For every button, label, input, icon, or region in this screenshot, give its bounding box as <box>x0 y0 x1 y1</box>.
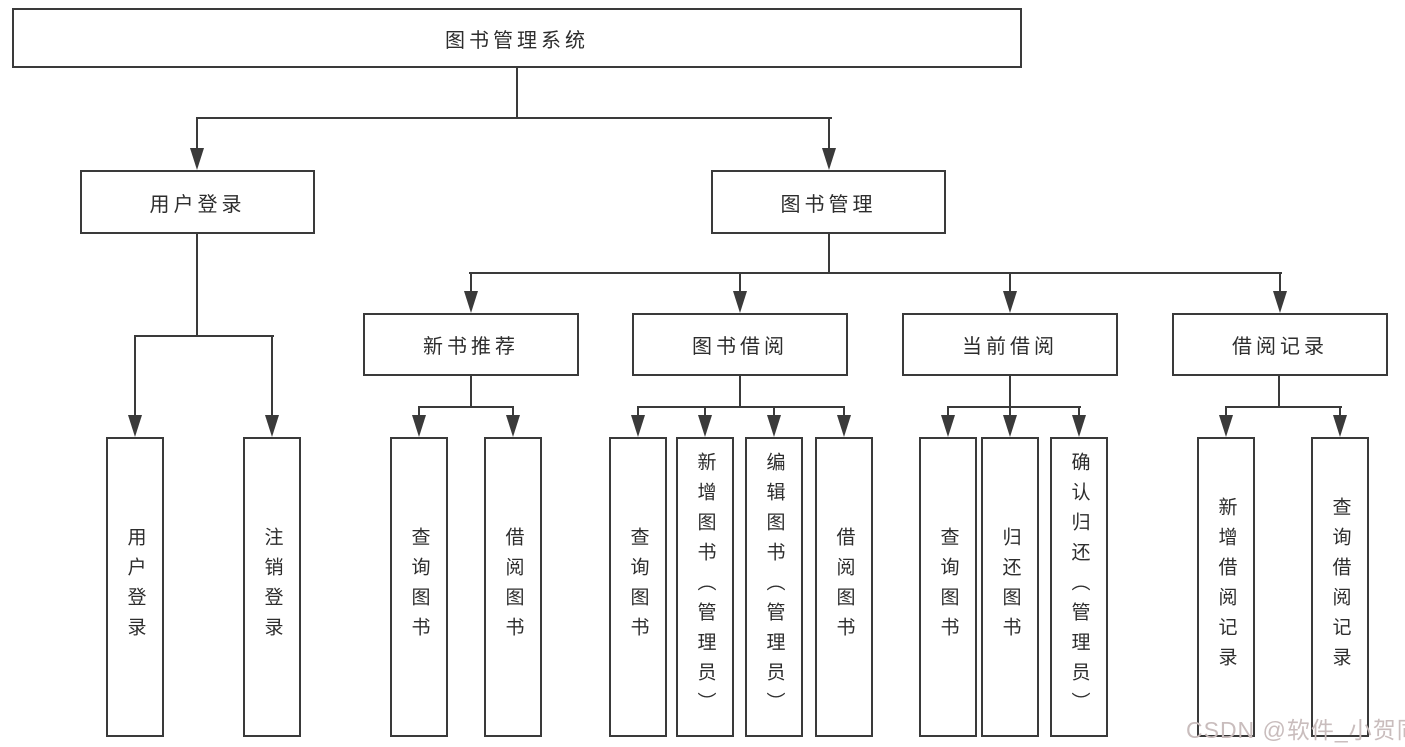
arrowhead-to-query-books-2 <box>631 415 645 437</box>
node-borrowing-records: 借阅记录 <box>1172 313 1388 376</box>
connector-stub-borrowing-records <box>1279 272 1281 292</box>
arrowhead-to-leaf-logout <box>265 415 279 437</box>
leaf-edit-book-admin: 编辑图书（管理员） <box>745 437 803 737</box>
connector-current-borrowing-stem <box>1009 376 1011 407</box>
node-new-book-recommendation: 新书推荐 <box>363 313 579 376</box>
connector-stub <box>418 406 420 416</box>
arrowhead-to-query-books-1 <box>412 415 426 437</box>
connector-user-login-hline <box>134 335 274 337</box>
leaf-label: 注销登录 <box>261 527 283 647</box>
leaf-label: 查询图书 <box>937 527 959 647</box>
arrowhead-to-leaf-user-login <box>128 415 142 437</box>
connector-book-borrowing-stem <box>739 376 741 407</box>
arrowhead-to-current-borrowing <box>1003 291 1017 313</box>
connector-borrowing-records-stem <box>1278 376 1280 407</box>
connector-user-login-stem <box>196 234 198 337</box>
arrowhead-to-return-book <box>1003 415 1017 437</box>
connector-user-login-stub-left <box>134 335 136 416</box>
leaf-query-books-3: 查询图书 <box>919 437 977 737</box>
csdn-watermark: CSDN @软件_小贺同学 <box>1186 717 1405 743</box>
leaf-label: 确认归还（管理员） <box>1068 452 1090 722</box>
leaf-query-books-2: 查询图书 <box>609 437 667 737</box>
connector-stub <box>1009 406 1011 416</box>
arrowhead-to-add-borrow-record <box>1219 415 1233 437</box>
node-current-borrowing: 当前借阅 <box>902 313 1118 376</box>
connector-root-right-stub <box>828 117 830 149</box>
node-label: 图书借阅 <box>692 336 788 358</box>
arrowhead-to-query-books-3 <box>941 415 955 437</box>
leaf-borrow-books-2: 借阅图书 <box>815 437 873 737</box>
leaf-label: 归还图书 <box>999 527 1021 647</box>
arrowhead-to-confirm-return <box>1072 415 1086 437</box>
leaf-label: 编辑图书（管理员） <box>763 452 785 722</box>
connector-book-borrowing-hline <box>637 406 845 408</box>
connector-new-book-stem <box>470 376 472 407</box>
leaf-label: 新增借阅记录 <box>1215 497 1237 677</box>
leaf-user-login: 用户登录 <box>106 437 164 737</box>
connector-stub <box>637 406 639 416</box>
node-user-login: 用户登录 <box>80 170 315 234</box>
connector-borrowing-records-hline <box>1225 406 1342 408</box>
connector-new-book-hline <box>418 406 514 408</box>
leaf-add-borrow-record: 新增借阅记录 <box>1197 437 1255 737</box>
node-label: 借阅记录 <box>1232 336 1328 358</box>
connector-stub <box>773 406 775 416</box>
leaf-add-book-admin: 新增图书（管理员） <box>676 437 734 737</box>
connector-stub <box>704 406 706 416</box>
arrowhead-to-user-login <box>190 148 204 170</box>
leaf-label: 借阅图书 <box>502 527 524 647</box>
node-label: 图书管理系统 <box>445 29 589 52</box>
connector-stub <box>843 406 845 416</box>
arrowhead-to-book-borrowing <box>733 291 747 313</box>
leaf-label: 借阅图书 <box>833 527 855 647</box>
arrowhead-to-borrow-books-2 <box>837 415 851 437</box>
leaf-label: 查询借阅记录 <box>1329 497 1351 677</box>
arrowhead-to-new-book-recommendation <box>464 291 478 313</box>
node-book-management: 图书管理 <box>711 170 946 234</box>
connector-stub <box>1339 406 1341 416</box>
connector-root-left-stub <box>196 117 198 149</box>
connector-root-hline <box>196 117 832 119</box>
leaf-logout: 注销登录 <box>243 437 301 737</box>
node-system-root: 图书管理系统 <box>12 8 1022 68</box>
leaf-label: 用户登录 <box>124 527 146 647</box>
connector-user-login-stub-right <box>271 335 273 416</box>
arrowhead-to-book-management <box>822 148 836 170</box>
arrowhead-to-borrow-books-1 <box>506 415 520 437</box>
connector-stub-current-borrowing <box>1009 272 1011 292</box>
leaf-query-borrow-record: 查询借阅记录 <box>1311 437 1369 737</box>
node-label: 新书推荐 <box>423 336 519 358</box>
node-label: 图书管理 <box>780 193 877 216</box>
arrowhead-to-borrowing-records <box>1273 291 1287 313</box>
connector-stub <box>947 406 949 416</box>
arrowhead-to-query-borrow-record <box>1333 415 1347 437</box>
arrowhead-to-edit-book <box>767 415 781 437</box>
connector-stub <box>512 406 514 416</box>
node-book-borrowing: 图书借阅 <box>632 313 848 376</box>
node-label: 当前借阅 <box>962 336 1058 358</box>
leaf-label: 查询图书 <box>627 527 649 647</box>
node-label: 用户登录 <box>149 193 246 216</box>
connector-stub <box>1225 406 1227 416</box>
leaf-query-books-1: 查询图书 <box>390 437 448 737</box>
leaf-label: 新增图书（管理员） <box>694 452 716 722</box>
arrowhead-to-add-book <box>698 415 712 437</box>
connector-book-mgmt-stem <box>828 234 830 274</box>
connector-book-mgmt-hline <box>469 272 1282 274</box>
leaf-label: 查询图书 <box>408 527 430 647</box>
connector-stub-book-borrowing <box>739 272 741 292</box>
connector-root-stem <box>516 68 518 118</box>
leaf-return-book: 归还图书 <box>981 437 1039 737</box>
connector-stub-new-book <box>470 272 472 292</box>
leaf-confirm-return-admin: 确认归还（管理员） <box>1050 437 1108 737</box>
leaf-borrow-books-1: 借阅图书 <box>484 437 542 737</box>
connector-current-borrowing-hline <box>947 406 1081 408</box>
connector-stub <box>1078 406 1080 416</box>
